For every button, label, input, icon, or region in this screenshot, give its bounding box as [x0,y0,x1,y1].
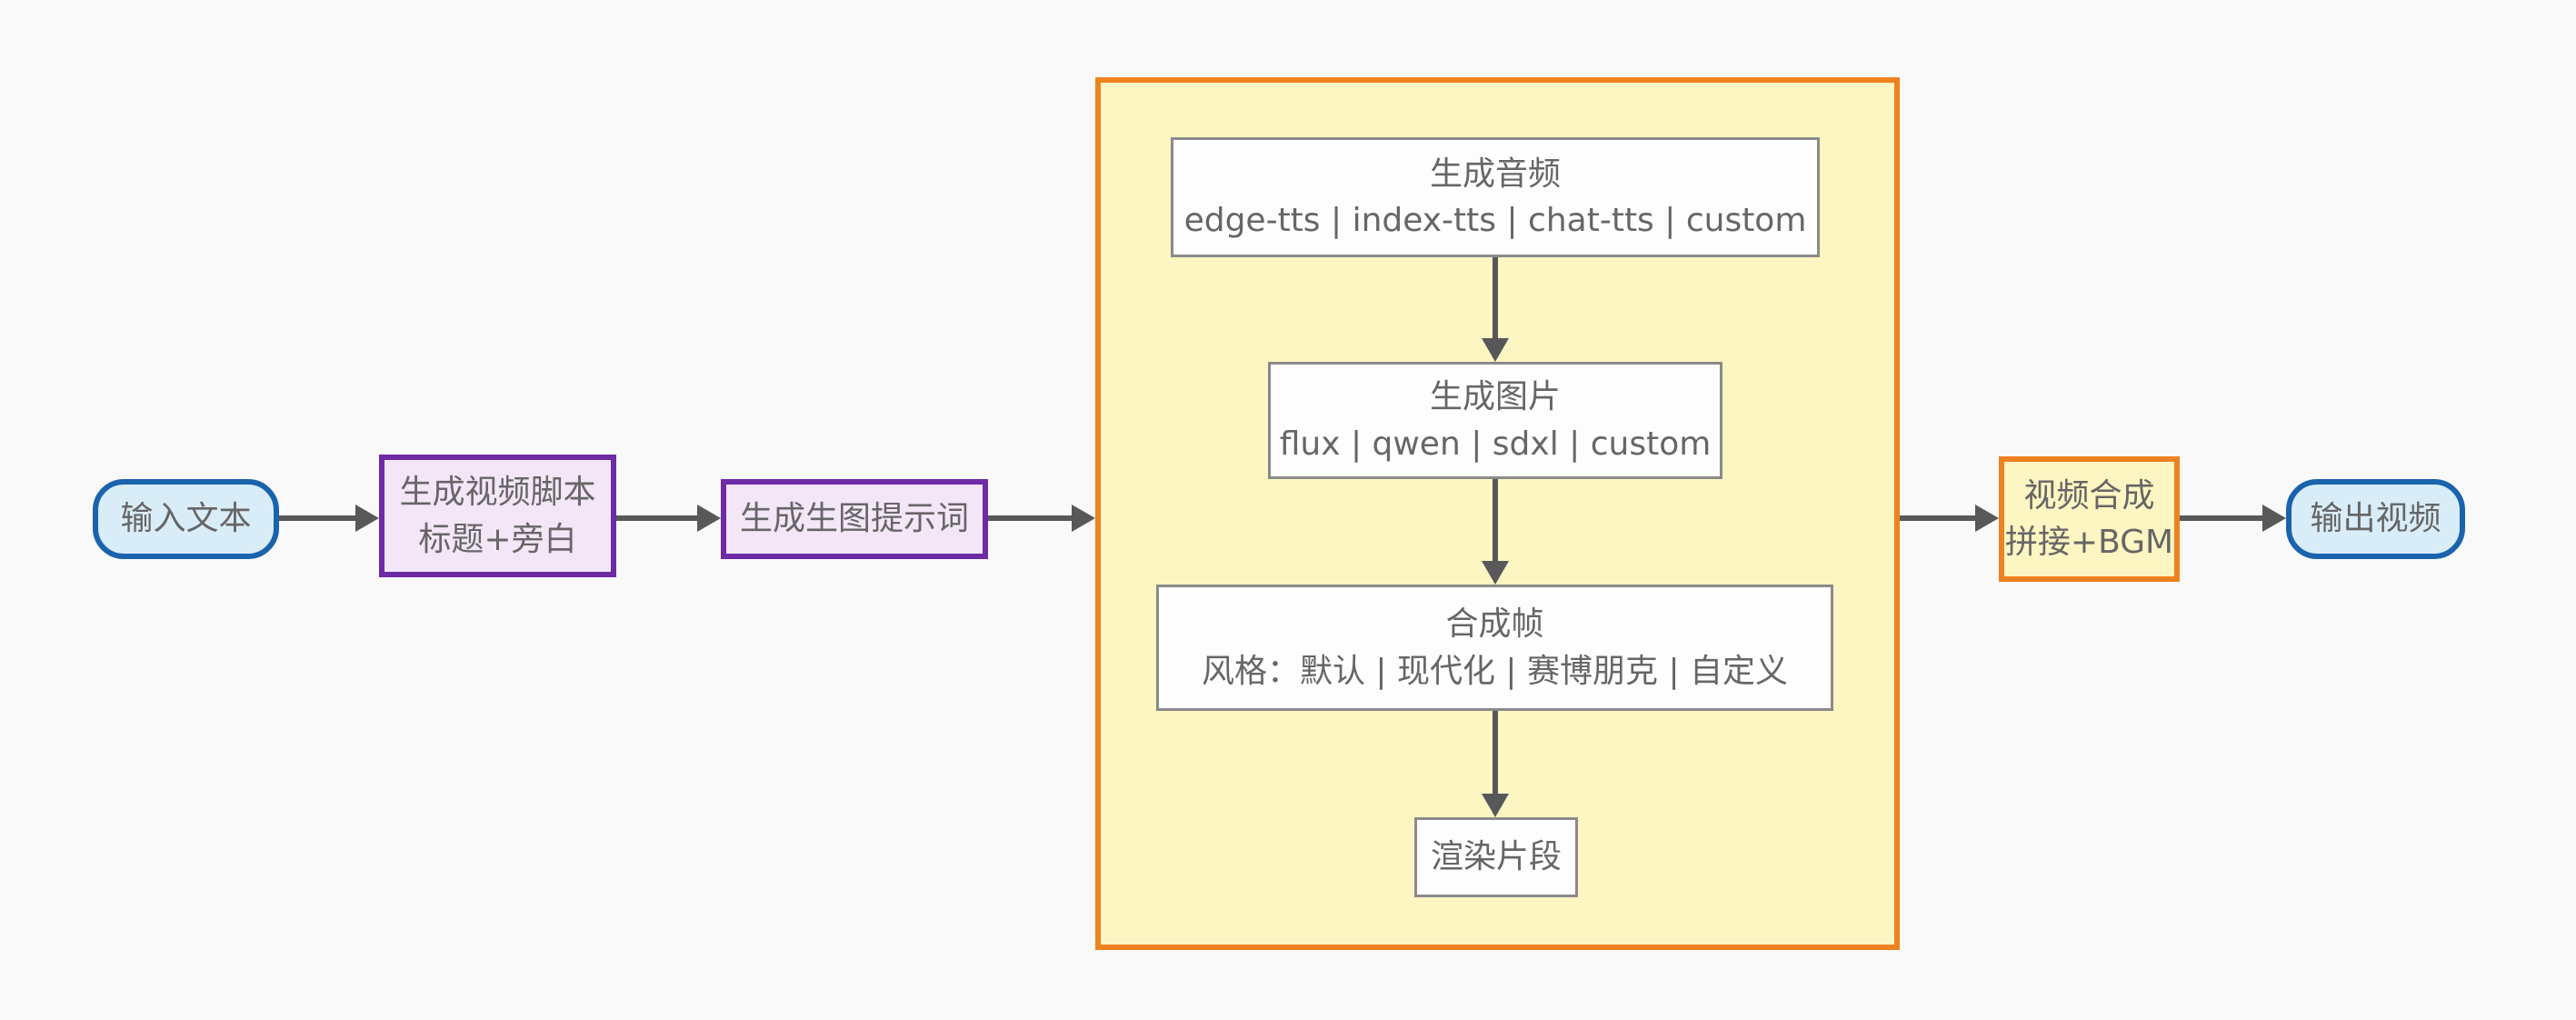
node-label: 输入文本 [120,500,252,538]
video-composition-node: 视频合成 拼接+BGM [1999,456,2180,582]
node-title: 合成帧 [1445,605,1544,644]
arrowhead-icon [697,505,721,532]
arrowhead-icon [1975,505,1999,532]
image-generation-node: 生成图片 flux | qwen | sdxl | custom [1268,362,1722,479]
output-video-node: 输出视频 [2286,479,2465,559]
input-text-node: 输入文本 [93,479,279,559]
arrow-prompt-to-pipeline [988,505,1095,532]
frame-composition-node: 合成帧 风格：默认 | 现代化 | 赛博朋克 | 自定义 [1156,585,1833,711]
node-title: 生成音频 [1429,155,1561,193]
node-subtitle: flux | qwen | sdxl | custom [1279,425,1712,463]
arrowhead-icon [1482,561,1509,585]
audio-generation-node: 生成音频 edge-tts | index-tts | chat-tts | c… [1171,137,1820,257]
node-title: 生成视频脚本 [399,474,596,512]
arrow-shaft [988,515,1072,521]
node-subtitle: 风格：默认 | 现代化 | 赛博朋克 | 自定义 [1201,652,1789,690]
node-label: 生成生图提示词 [739,500,969,538]
arrow-input-to-script [279,505,379,532]
arrow-shaft [279,515,355,521]
render-clip-node: 渲染片段 [1414,817,1578,897]
arrow-shaft [2180,515,2262,521]
arrowhead-icon [1482,338,1509,362]
arrowhead-icon [2262,505,2286,532]
arrow-compose-to-output [2180,505,2286,532]
arrow-pipeline-to-compose [1900,505,1999,532]
node-label: 渲染片段 [1430,838,1562,876]
arrow-shaft [616,515,697,521]
arrow-audio-to-image [1482,257,1509,362]
arrow-shaft [1493,711,1498,794]
image-prompt-node: 生成生图提示词 [721,479,988,559]
node-title: 视频合成 [2023,476,2155,515]
arrow-shaft [1493,479,1498,561]
arrow-shaft [1493,257,1498,338]
arrowhead-icon [1072,505,1095,532]
script-generation-node: 生成视频脚本 标题+旁白 [379,455,616,577]
arrow-script-to-prompt [616,505,721,532]
arrow-frames-to-render [1482,711,1509,817]
node-subtitle: edge-tts | index-tts | chat-tts | custom [1183,202,1807,239]
arrowhead-icon [1482,794,1509,817]
arrowhead-icon [355,505,379,532]
node-label: 输出视频 [2310,500,2441,538]
arrow-image-to-frames [1482,479,1509,585]
scene-pipeline-group: 生成音频 edge-tts | index-tts | chat-tts | c… [1095,77,1900,950]
node-subtitle: 标题+旁白 [418,520,577,558]
node-subtitle: 拼接+BGM [2004,524,2174,561]
arrow-shaft [1900,515,1975,521]
node-title: 生成图片 [1429,378,1561,416]
